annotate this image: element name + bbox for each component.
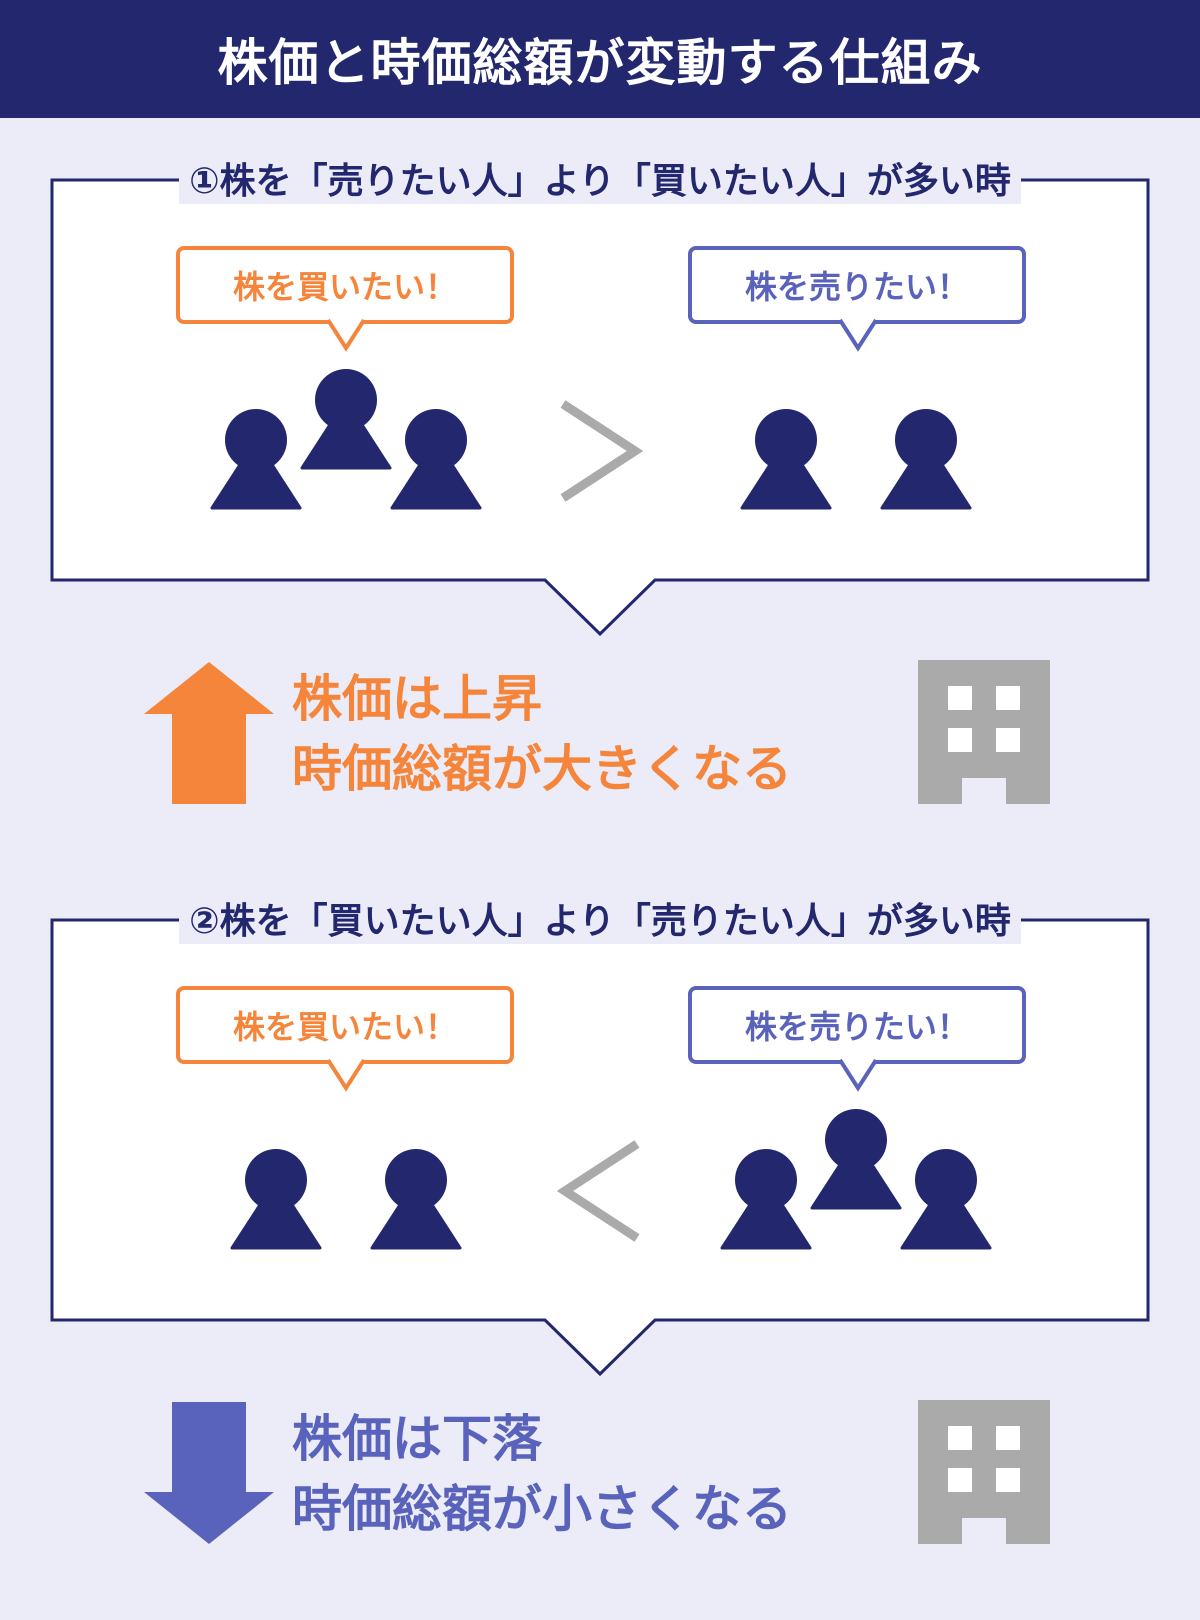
- panel-title: ①株を「売りたい人」より「買いたい人」が多い時: [0, 152, 1200, 204]
- sell-bubble-label: 株を売りたい！: [744, 268, 969, 306]
- sell-speech-bubble: 株を売りたい！: [688, 986, 1026, 1064]
- buyer-person-icon: [300, 369, 392, 470]
- building-icon: [918, 660, 1050, 804]
- sell-bubble-tail: [838, 318, 878, 352]
- panel-title: ②株を「買いたい人」より「売りたい人」が多い時: [0, 892, 1200, 944]
- sell-speech-bubble: 株を売りたい！: [688, 246, 1026, 324]
- panel-buyers-more: ①株を「売りたい人」より「買いたい人」が多い時 株を買いたい！ 株を売りたい！: [0, 152, 1200, 658]
- panel-title-text: ②株を「買いたい人」より「売りたい人」が多い時: [179, 892, 1021, 944]
- sell-bubble-tail: [838, 1058, 878, 1092]
- seller-person-icon: [880, 409, 972, 510]
- result-text: 株価は下落 時価総額が小さくなる: [292, 1404, 792, 1544]
- result-line1: 株価は下落: [292, 1410, 542, 1468]
- buy-bubble-tail: [326, 318, 366, 352]
- buy-speech-bubble: 株を買いたい！: [176, 246, 514, 324]
- panel-title-text: ①株を「売りたい人」より「買いたい人」が多い時: [179, 152, 1021, 204]
- buy-bubble-label: 株を買いたい！: [232, 268, 457, 306]
- buyer-person-icon: [230, 1149, 322, 1250]
- buyer-person-icon: [390, 409, 482, 510]
- sell-bubble-label: 株を売りたい！: [744, 1008, 969, 1046]
- building-icon: [918, 1400, 1050, 1544]
- greater-than-icon: [560, 400, 644, 502]
- buyer-person-icon: [370, 1149, 462, 1250]
- less-than-icon: [556, 1140, 640, 1242]
- result-price-up: 株価は上昇 時価総額が大きくなる: [0, 658, 1200, 808]
- up-arrow-icon: [144, 662, 274, 804]
- seller-person-icon: [900, 1149, 992, 1250]
- panel-sellers-more: ②株を「買いたい人」より「売りたい人」が多い時 株を買いたい！ 株を売りたい！: [0, 892, 1200, 1398]
- buy-bubble-tail: [326, 1058, 366, 1092]
- seller-person-icon: [740, 409, 832, 510]
- down-arrow-icon: [144, 1402, 274, 1544]
- buy-bubble-label: 株を買いたい！: [232, 1008, 457, 1046]
- result-price-down: 株価は下落 時価総額が小さくなる: [0, 1398, 1200, 1548]
- buyer-person-icon: [210, 409, 302, 510]
- buy-speech-bubble: 株を買いたい！: [176, 986, 514, 1064]
- seller-person-icon: [810, 1109, 902, 1210]
- result-line2: 時価総額が小さくなる: [292, 1480, 792, 1538]
- result-line2: 時価総額が大きくなる: [292, 740, 792, 798]
- result-line1: 株価は上昇: [292, 670, 542, 728]
- page-title: 株価と時価総額が変動する仕組み: [0, 0, 1200, 118]
- seller-person-icon: [720, 1149, 812, 1250]
- result-text: 株価は上昇 時価総額が大きくなる: [292, 664, 792, 804]
